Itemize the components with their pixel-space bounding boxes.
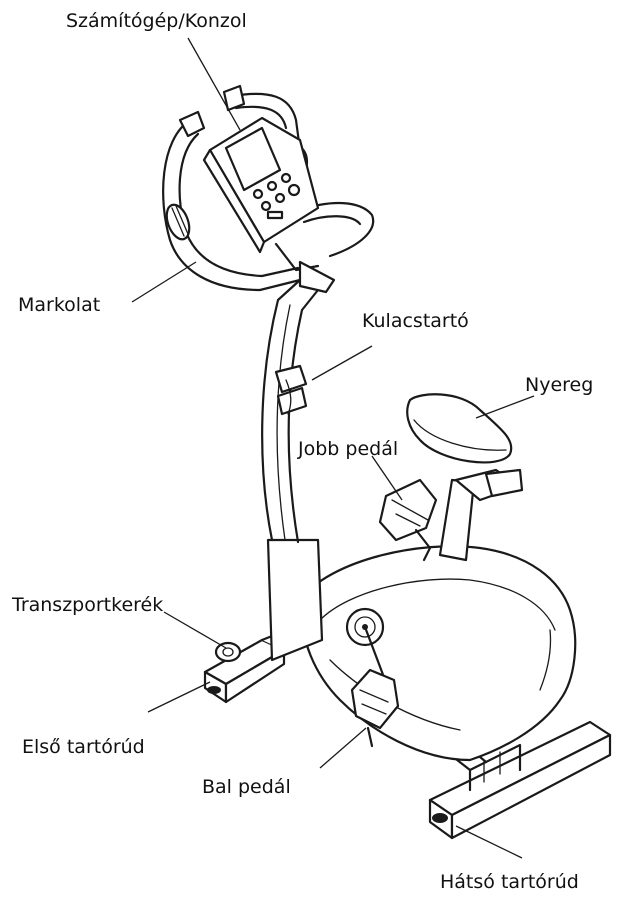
transport-wheel bbox=[216, 643, 240, 661]
label-transport-wheel: Transzportkerék bbox=[12, 596, 163, 615]
seat-assembly bbox=[407, 394, 522, 560]
bottle-holder bbox=[276, 366, 306, 414]
label-rear-stabilizer: Hátsó tartórúd bbox=[440, 873, 579, 892]
label-saddle: Nyereg bbox=[525, 376, 593, 395]
label-front-stabilizer: Első tartórúd bbox=[22, 738, 145, 757]
label-handlebar: Markolat bbox=[18, 296, 100, 315]
label-console: Számítógép/Konzol bbox=[66, 12, 247, 31]
flywheel-housing bbox=[300, 546, 575, 760]
upright-post bbox=[262, 280, 322, 660]
label-right-pedal: Jobb pedál bbox=[298, 440, 398, 459]
console bbox=[204, 118, 334, 292]
label-left-pedal: Bal pedál bbox=[202, 778, 291, 797]
label-bottle-holder: Kulacstartó bbox=[362, 312, 469, 331]
